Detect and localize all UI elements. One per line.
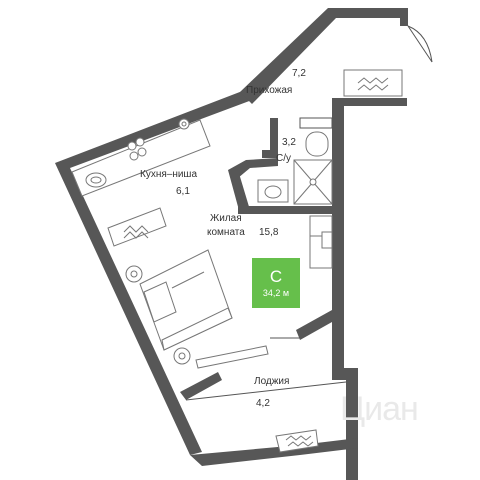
kitchen-area: 6,1 — [176, 186, 190, 197]
chair — [321, 231, 333, 249]
right-wall-bottom — [346, 368, 358, 480]
top-outer-wall — [240, 8, 408, 104]
bath-wall-corner — [262, 150, 278, 158]
interior-lines — [185, 25, 433, 401]
living-name-line1: Жилая — [210, 213, 242, 224]
toilet — [305, 131, 329, 157]
hallway-area: 7,2 — [292, 68, 306, 79]
loggia-partition-diag — [296, 310, 332, 340]
bathroom-name: С/у — [276, 153, 291, 164]
hallway-name: Прихожая — [246, 85, 293, 96]
loggia-furniture — [275, 429, 319, 453]
kitchen-name: Кухня–ниша — [140, 169, 198, 180]
exterior-walls — [55, 8, 408, 480]
living-name-line2: комната — [207, 227, 245, 238]
loggia-name: Лоджия — [254, 376, 290, 387]
bottom-wall — [190, 438, 358, 466]
radiator — [195, 345, 269, 369]
bathroom-area: 3,2 — [282, 137, 296, 148]
hallway-partition — [332, 98, 407, 106]
living-area: 15,8 — [259, 227, 279, 238]
apartment-type-badge: С 34,2 м — [252, 258, 300, 308]
bath-wall-left — [270, 118, 278, 158]
tv-cabinet — [107, 207, 167, 247]
kitchen-counter — [71, 118, 211, 197]
bath-left-wedge — [228, 170, 250, 214]
watermark: Циан — [340, 390, 419, 428]
living-furniture — [107, 207, 333, 369]
bathroom-fixtures — [257, 131, 333, 205]
loggia-area: 4,2 — [256, 398, 270, 409]
bathroom-window-partition — [299, 117, 333, 129]
bath-diagonal-wall — [228, 158, 278, 178]
right-wall-main — [332, 106, 344, 374]
total-area: 34,2 м — [262, 287, 290, 298]
loggia-left-wall — [180, 372, 222, 400]
top-right-wall-stub — [400, 8, 408, 26]
hallway-wardrobe — [343, 69, 403, 97]
bath-bottom-wall — [238, 206, 332, 214]
apartment-type-letter: С — [269, 266, 283, 286]
